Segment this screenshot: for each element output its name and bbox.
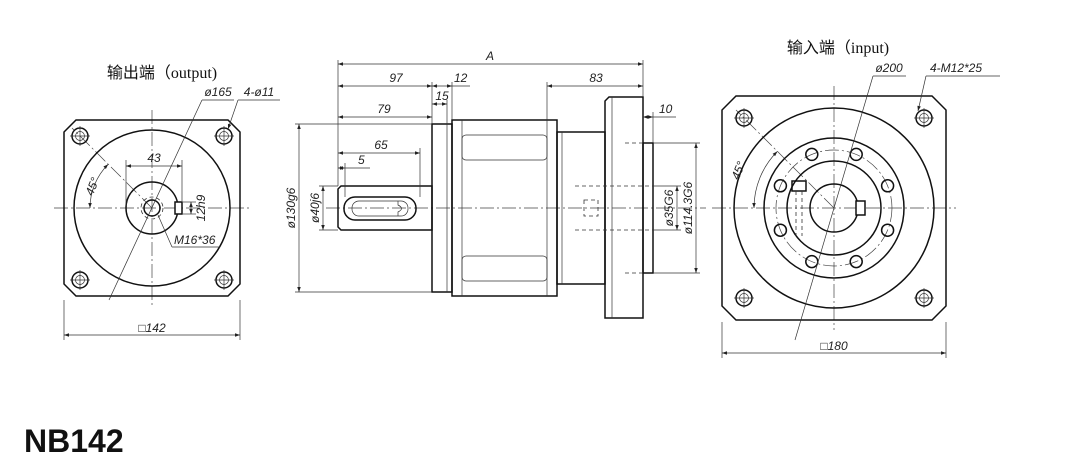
input-angle-label: 45° (728, 159, 748, 181)
pilot-diameter-label: ø130g6 (284, 187, 298, 228)
input-pcd-label: ø200 (875, 61, 903, 75)
mounting-hole (70, 270, 90, 290)
key-detail (397, 201, 402, 216)
input-holes-label: 4-M12*25 (930, 61, 982, 75)
dimension-79-label: 79 (377, 102, 391, 116)
adapter-hole (880, 223, 895, 237)
dimension-43-label: 43 (147, 151, 161, 165)
angle-arc (88, 163, 109, 209)
side-view: A 97 12 83 15 79 10 65 5 ø130g6 ø40j6 (284, 49, 706, 319)
output-flange-square (63, 119, 241, 297)
input-pcd-leader-line (794, 75, 874, 341)
shaft-keyway (343, 196, 417, 221)
dimension-10-label: 10 (659, 102, 673, 116)
input-square-label: □180 (820, 339, 848, 353)
dimension-15-label: 15 (435, 89, 449, 103)
clamp-screw (791, 180, 807, 192)
output-square-label: □142 (138, 321, 166, 335)
mounting-hole (214, 270, 234, 290)
adapter-hole (880, 179, 895, 193)
output-shaft-key (174, 201, 183, 215)
input-holes-leader-line (917, 75, 927, 112)
mounting-hole (70, 126, 90, 146)
center-tap-label: M16*36 (174, 233, 216, 247)
center-tap-thread (140, 196, 164, 220)
input-end-view: 输入端（input) (712, 39, 1000, 358)
adapter-hole (805, 147, 819, 162)
overall-length-label: A (485, 49, 494, 63)
model-title: NB142 (24, 423, 124, 459)
tap-leader-line (157, 214, 173, 248)
holes-leader-line (227, 99, 239, 130)
output-angle-label: 45° (82, 175, 102, 197)
dimension-83-label: 83 (589, 71, 603, 85)
body-window-top (461, 134, 548, 161)
center-tap-hole (143, 199, 161, 217)
angle-arc (752, 151, 778, 209)
shaft-diameter-label: ø40j6 (308, 193, 322, 223)
output-holes-label: 4-ø11 (244, 85, 274, 99)
output-pilot-circle (73, 129, 231, 287)
input-outer-circle (733, 107, 935, 309)
clamp-ring-circle (786, 160, 882, 256)
output-pcd-label: ø165 (204, 85, 232, 99)
output-diagonal-centerline (71, 127, 153, 209)
mounting-hole (914, 288, 934, 308)
pcd-leader-line (108, 99, 203, 301)
mounting-hole (734, 288, 754, 308)
dimension-12-label: 12 (454, 71, 468, 85)
mounting-hole (914, 108, 934, 128)
key-width-label: 12h9 (194, 194, 208, 221)
adapter-hole (849, 254, 863, 269)
shaft-key (351, 200, 409, 217)
dimension-97-label: 97 (389, 71, 404, 85)
output-end-view: 输出端（output) (54, 64, 280, 340)
input-flange-square (721, 95, 947, 321)
adapter-hole (773, 223, 788, 237)
body-window-bottom (461, 255, 548, 282)
clamp-screw-hidden (583, 199, 599, 217)
output-view-heading: 输出端（output) (107, 64, 217, 82)
input-pilot-label: ø114.3G6 (681, 181, 695, 234)
mounting-hole (734, 108, 754, 128)
dimension-5-label: 5 (358, 153, 365, 167)
input-bore-label: ø35G6 (662, 189, 676, 226)
mounting-hole (214, 126, 234, 146)
input-flange-side (604, 96, 644, 319)
input-view-heading: 输入端（input) (787, 39, 889, 57)
input-keyway (855, 200, 866, 216)
input-pilot-side (642, 142, 654, 274)
dimension-65-label: 65 (374, 138, 388, 152)
